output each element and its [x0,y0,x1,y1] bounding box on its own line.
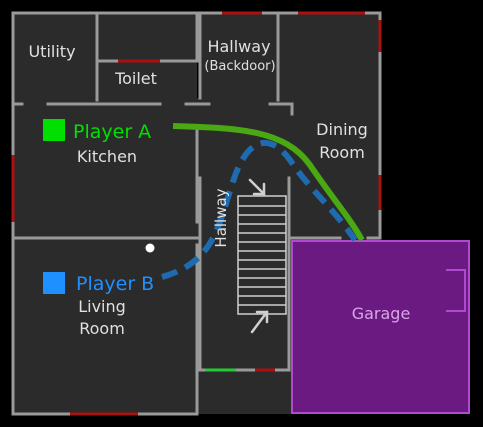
room-label-living-line2: Room [79,319,125,338]
marker-dot [145,243,155,253]
stair-arrow-down-icon [248,178,266,196]
player-a-path [172,123,365,242]
room-label-garage: Garage [352,304,411,323]
room-label-hallway-backdoor: Hallway [207,37,270,56]
room-label-dining-line1: Dining [316,120,368,139]
player-b-label: Player B [76,273,154,295]
room-label-hallway: Hallway [212,188,230,247]
stairs [237,195,287,315]
windows [11,11,382,416]
room-label-hallway-backdoor-sub: (Backdoor) [204,59,275,74]
player-b-path [161,139,358,280]
room-label-dining-line2: Room [319,143,365,162]
room-label-toilet: Toilet [114,69,157,88]
stair-arrow-up-icon [250,310,269,334]
garage-room [291,240,470,414]
player-b-marker [43,272,65,294]
garage-door-marker [446,269,466,312]
player-a-label: Player A [73,121,151,143]
room-label-utility: Utility [28,42,75,61]
walls [11,11,382,416]
player-a-marker [43,119,65,141]
room-label-living-line1: Living [78,297,126,316]
room-label-kitchen: Kitchen [77,147,137,166]
